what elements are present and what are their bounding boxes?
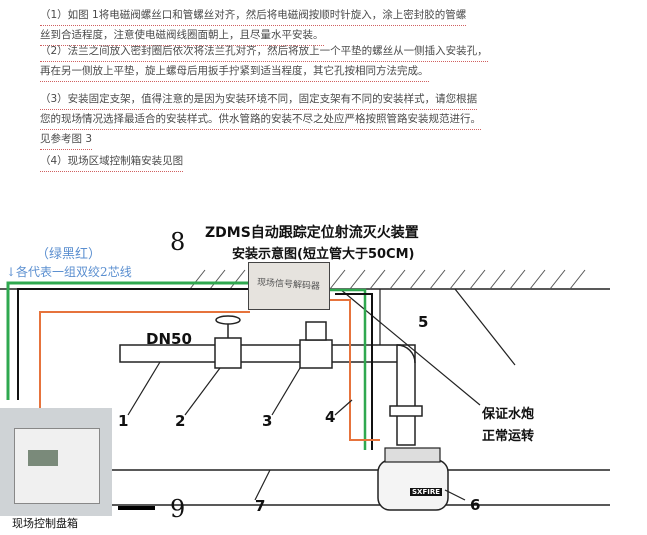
wire-pair-note: ↓各代表一组双绞2芯线 <box>6 265 132 279</box>
black-wire <box>335 293 373 450</box>
callout-8: 8 <box>170 228 186 256</box>
diagram-subtitle: 安装示意图(短立管大于50CM) <box>232 247 415 262</box>
valve-body <box>214 337 242 369</box>
pipe-size-label: DN50 <box>146 330 192 348</box>
callout-3: 3 <box>262 412 273 430</box>
wire-color-note: （绿黑红） <box>36 247 102 262</box>
callout-5: 5 <box>418 313 429 331</box>
orange-wire <box>330 299 380 441</box>
solenoid-valve-body <box>299 339 333 369</box>
leader-line <box>334 399 353 416</box>
callout-2: 2 <box>175 412 186 430</box>
callout-1: 1 <box>118 412 129 430</box>
callout-9: 9 <box>170 495 186 523</box>
decoder-photo: 现场信号解码器 <box>248 262 330 310</box>
water-cannon-body <box>377 459 449 511</box>
instruction-paragraph-1: （1）如图 1将电磁阀螺丝口和管螺丝对齐，然后将电磁阀按顺时针旋入，涂上密封胶的… <box>40 6 630 46</box>
callout-7: 7 <box>255 497 266 515</box>
solenoid-coil <box>305 321 327 341</box>
orange-wire <box>39 311 250 410</box>
support-bracket <box>454 288 516 366</box>
instruction-paragraph-4: （4）现场区域控制箱安装见图 <box>40 152 630 172</box>
leader-line <box>184 367 221 416</box>
cannon-note-line1: 保证水炮 <box>482 407 535 422</box>
valve-handwheel <box>215 315 241 325</box>
instruction-line: 见参考图 3 <box>40 130 93 150</box>
instruction-line: （1）如图 1将电磁阀螺丝口和管螺丝对齐，然后将电磁阀按顺时针旋入，涂上密封胶的… <box>40 6 467 26</box>
callout-4: 4 <box>325 408 336 426</box>
instruction-line: 您的现场情况选择最适合的安装样式。供水管路的安装不尽之处应严格按照管路安装规范进… <box>40 110 481 130</box>
ceiling-hatch <box>189 269 586 290</box>
decoder-label: 现场信号解码器 <box>256 277 321 293</box>
instruction-paragraph-3: （3）安装固定支架，值得注意的是因为安装环境不同，固定支架有不同的安装样式，请您… <box>40 90 630 150</box>
leader-line <box>444 489 466 501</box>
control-panel-photo <box>0 408 112 516</box>
cannon-brand: SXFIRE <box>410 488 442 496</box>
leader-line <box>127 361 161 416</box>
instruction-line: 丝到合适程度，注意使电磁阀线圈面朝上，且尽量水平安装。 <box>40 26 324 46</box>
green-wire <box>6 281 250 400</box>
instruction-line: （3）安装固定支架，值得注意的是因为安装环境不同，固定支架有不同的安装样式，请您… <box>40 90 478 110</box>
panel-caption: 现场控制盘箱 <box>12 517 78 530</box>
support-bracket <box>339 288 481 406</box>
water-cannon-base <box>384 447 441 463</box>
instruction-line: （4）现场区域控制箱安装见图 <box>40 152 184 172</box>
instruction-line: （2）法兰之间放入密封圈后依次将法兰孔对齐，然后将放上一个平垫的螺丝从一侧插入安… <box>40 42 488 62</box>
flange <box>389 405 423 417</box>
green-wire <box>330 288 367 450</box>
diagram-title: ZDMS自动跟踪定位射流灭火装置 <box>205 225 419 241</box>
instruction-paragraph-2: （2）法兰之间放入密封圈后依次将法兰孔对齐，然后将放上一个平垫的螺丝从一侧插入安… <box>40 42 630 82</box>
riser-pipe <box>396 344 416 446</box>
leader-line <box>271 367 301 416</box>
cannon-note-line2: 正常运转 <box>482 429 535 444</box>
callout-6: 6 <box>470 496 481 514</box>
leader-line <box>254 469 271 501</box>
elbow <box>396 344 416 364</box>
instruction-line: 再在另一侧放上平垫，旋上螺母后用扳手拧紧到适当程度，其它孔按相同方法完成。 <box>40 62 429 82</box>
black-wire <box>17 288 250 400</box>
